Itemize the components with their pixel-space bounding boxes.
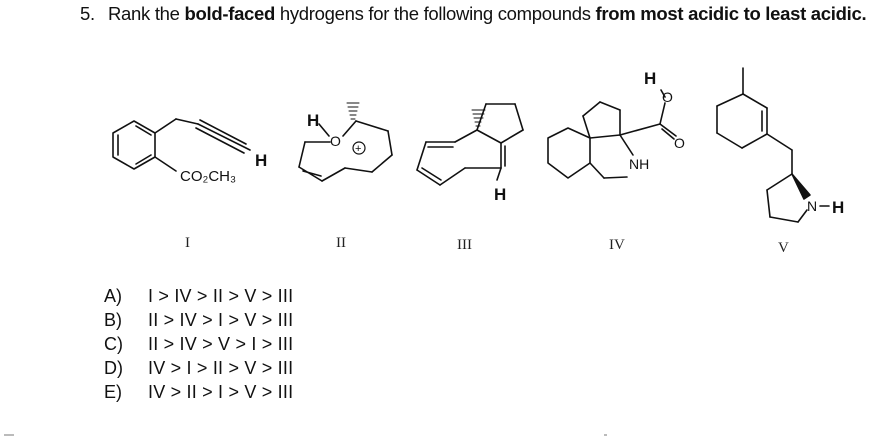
choice-order: IV > I > II > V > III (148, 358, 294, 378)
compound-label-iv: IV (609, 237, 625, 253)
choice-letter: D) (104, 358, 123, 378)
choice-b[interactable]: B) II > IV > I > V > III (104, 308, 293, 332)
compound-v-nitrogen: N (807, 198, 817, 214)
compound-ii-charge: + (355, 143, 361, 155)
question-text-part: Rank the (108, 3, 185, 24)
compound-i-structure: H CO₂CH₃ (112, 118, 267, 185)
choice-c[interactable]: C) II > IV > V > I > III (104, 332, 293, 356)
choice-order: II > IV > V > I > III (148, 334, 294, 354)
compound-ii-hydrogen: H (307, 111, 319, 130)
compound-label-iii: III (457, 237, 472, 253)
question-text-bold: bold-faced (184, 3, 276, 24)
question-text-part: hydrogens for the following compounds (275, 3, 596, 24)
choice-letter: A) (104, 286, 122, 306)
choice-letter: B) (104, 310, 122, 330)
choice-order: I > IV > II > V > III (148, 286, 294, 306)
choice-order: IV > II > I > V > III (148, 382, 294, 402)
compound-v-hydrogen: H (832, 198, 844, 217)
compound-iv-amine: NH (629, 156, 649, 172)
compound-ii-oxygen: O (330, 133, 341, 149)
compound-label-v: V (778, 240, 789, 256)
choice-d[interactable]: D) IV > I > II > V > III (104, 356, 293, 380)
compound-i-hydrogen: H (255, 151, 267, 170)
question-text: Rank the bold-faced hydrogens for the fo… (108, 3, 889, 25)
choice-e[interactable]: E) IV > II > I > V > III (104, 380, 293, 404)
question-text-bold: from most acidic to least acidic. (595, 3, 867, 24)
compound-i-ester-group: CO₂CH₃ (180, 168, 236, 185)
choice-order: II > IV > I > V > III (148, 310, 294, 330)
scan-artifact (4, 434, 14, 436)
choice-letter: E) (104, 382, 122, 402)
compound-iv-structure: H O O NH (547, 69, 685, 179)
question-number: 5. (80, 3, 95, 24)
compound-iv-hydroxyl-oxygen: O (662, 89, 673, 105)
positive-charge-icon (352, 141, 366, 155)
compound-iii-hydrogen: H (494, 185, 506, 204)
compound-ii-structure: H O + (298, 102, 393, 182)
compound-iv-hydrogen: H (644, 69, 656, 88)
compound-v-structure: N H (716, 67, 844, 223)
compound-iii-structure: H (416, 103, 524, 204)
compound-label-ii: II (336, 235, 346, 251)
compound-iv-carbonyl-oxygen: O (674, 135, 685, 151)
answer-choices: A) I > IV > II > V > III B) II > IV > I … (104, 284, 293, 404)
choice-letter: C) (104, 334, 123, 354)
choice-a[interactable]: A) I > IV > II > V > III (104, 284, 293, 308)
compound-label-i: I (185, 235, 190, 251)
scan-artifact (604, 434, 607, 436)
